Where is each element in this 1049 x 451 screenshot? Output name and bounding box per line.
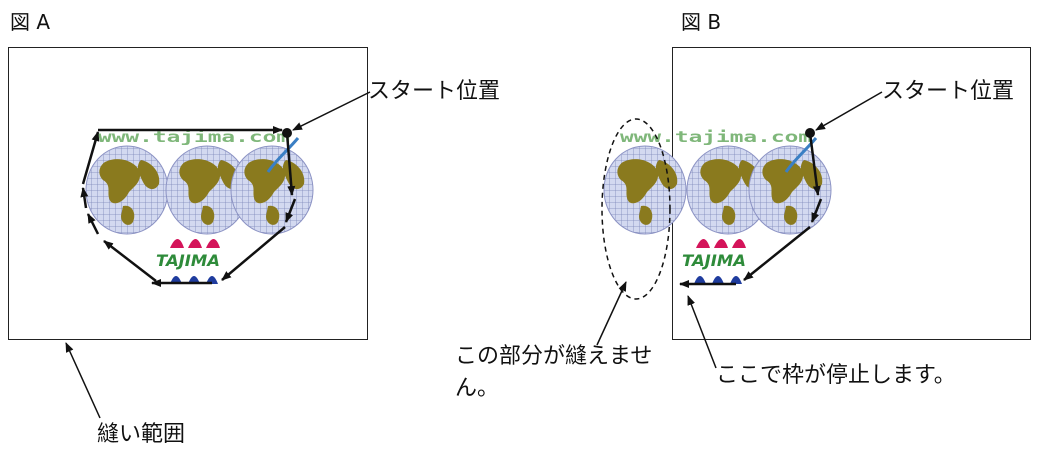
cannot-sew-note: この部分が縫えませ ん。 <box>455 341 652 405</box>
stop-pointer <box>687 295 717 369</box>
figure-b-label: 図 B <box>681 10 722 34</box>
stitch-path-a <box>80 126 297 287</box>
start-pointer-a <box>292 91 371 131</box>
start-pointer-b <box>815 91 883 131</box>
frame-stops-note: ここで枠が停止します。 <box>716 363 956 388</box>
start-point-a <box>282 128 292 138</box>
stitch-path-b <box>679 132 823 288</box>
area-pointer <box>65 342 101 419</box>
tajima-logo-b: www.tajima.com TAJIMA <box>603 128 832 284</box>
flame-logo-icon <box>696 239 746 248</box>
sewing-area-label: 縫い範囲 <box>97 422 186 447</box>
logo-url-text: www.tajima.com <box>98 128 290 146</box>
figure-a-label: 図 A <box>10 10 51 34</box>
cannot-sew-line-1: この部分が縫えませ <box>455 344 653 369</box>
unsewable-pointer <box>596 281 627 346</box>
cannot-sew-line-2: ん。 <box>455 375 500 401</box>
logo-brand-text: TAJIMA <box>682 251 746 270</box>
logo-brand-text: TAJIMA <box>156 251 220 270</box>
globe-icon <box>85 145 169 235</box>
flame-logo-icon <box>170 239 220 248</box>
start-position-label-a: スタート位置 <box>368 79 501 104</box>
globe-icon <box>748 145 832 235</box>
tajima-logo-a: www.tajima.com TAJIMA <box>85 128 314 284</box>
drop-logo-icon <box>694 276 742 284</box>
unsewable-region <box>601 118 671 300</box>
logo-url-text: www.tajima.com <box>620 128 812 146</box>
sewing-frame-a <box>8 47 368 340</box>
globe-icon <box>230 145 314 235</box>
start-position-label-b: スタート位置 <box>882 79 1015 104</box>
globe-icon <box>603 145 687 235</box>
start-point-b <box>805 128 815 138</box>
